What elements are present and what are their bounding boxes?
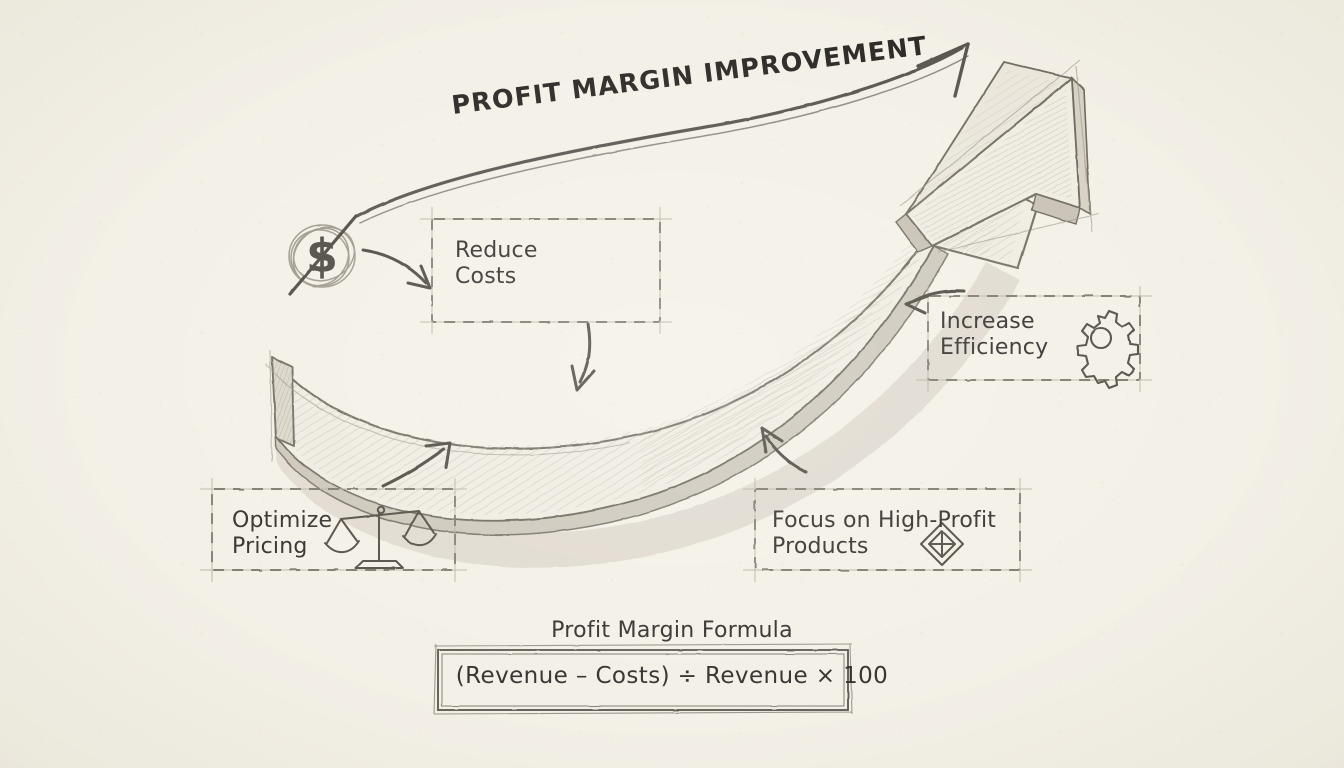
callout-label-reduce-costs: Reduce Costs — [455, 238, 538, 289]
gem-icon — [920, 522, 964, 566]
callout-label-optimize-pricing: Optimize Pricing — [232, 508, 333, 559]
title-sweep-arrow — [355, 42, 970, 224]
upward-growth-arrow — [265, 59, 1099, 568]
formula-expression: (Revenue – Costs) ÷ Revenue × 100 — [455, 663, 889, 689]
dollar-slash-icon: $ — [288, 214, 358, 296]
connector-increase-efficiency-to-band — [904, 289, 966, 315]
box-registration-ticks — [200, 207, 1152, 582]
connector-reduce-costs-to-band — [570, 322, 596, 392]
connector-dollar-to-reduce-costs — [361, 248, 432, 290]
formula-panel-frame — [433, 643, 853, 715]
connector-focus-products-to-band — [760, 426, 808, 474]
scales-icon — [324, 505, 437, 569]
callout-label-increase-efficiency: Increase Efficiency — [940, 309, 1049, 360]
formula-caption: Profit Margin Formula — [551, 618, 793, 643]
callout-label-focus-high-profit-products: Focus on High-Profit Products — [772, 508, 997, 559]
connector-arrows — [361, 248, 966, 488]
connector-optimize-pricing-to-band — [381, 441, 452, 488]
gear-icon — [1076, 309, 1140, 390]
